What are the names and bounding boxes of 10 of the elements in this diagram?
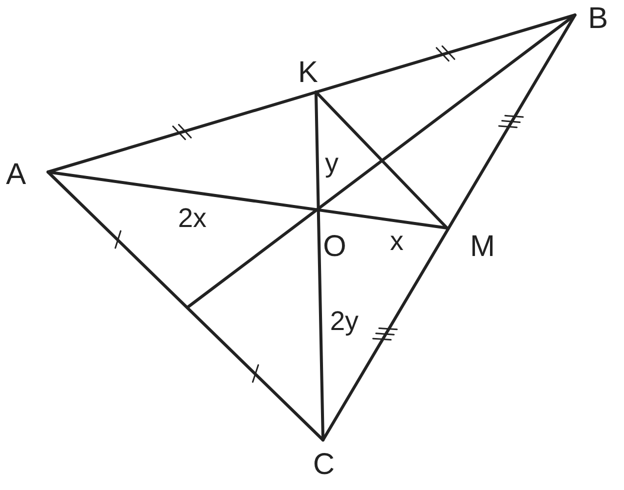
point-label: O — [323, 232, 346, 262]
point-label: K — [298, 58, 318, 88]
segment-label: 2y — [330, 308, 359, 335]
segment-label: y — [325, 150, 338, 177]
point-label: B — [588, 4, 608, 34]
segment-label: x — [390, 228, 404, 255]
point-label: M — [470, 232, 495, 262]
point-label: A — [6, 160, 26, 190]
point-label: C — [313, 450, 335, 480]
segment-label: 2x — [178, 205, 207, 232]
